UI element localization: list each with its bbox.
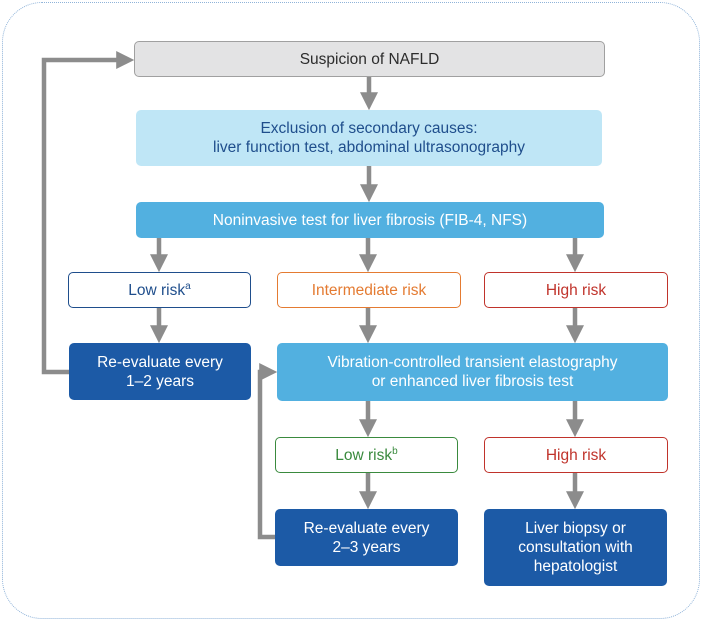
- suspicion-box: Suspicion of NAFLD: [134, 41, 605, 77]
- liver-biopsy-box: Liver biopsy or consultation with hepato…: [484, 509, 667, 586]
- low-risk-box: Low riska: [68, 272, 251, 308]
- low-risk-second-text: Low riskb: [335, 446, 397, 465]
- reevaluate-2-3-years-box: Re-evaluate every 2–3 years: [275, 509, 458, 566]
- biopsy-line-1: Liver biopsy or: [525, 520, 626, 537]
- loop-reevaluate-to-suspicion: [41, 51, 135, 375]
- exclusion-box: Exclusion of secondary causes: liver fun…: [136, 110, 602, 166]
- exclusion-line-1: Exclusion of secondary causes:: [260, 120, 478, 137]
- low-risk-label: Low risk: [128, 281, 186, 299]
- reevaluate-1-2-years-box: Re-evaluate every 1–2 years: [69, 343, 251, 400]
- biopsy-line-2: consultation with: [518, 539, 633, 556]
- exclusion-line-2: liver function test, abdominal ultrasono…: [213, 139, 525, 156]
- high-risk-label: High risk: [545, 281, 607, 299]
- elastography-line-2: or enhanced liver fibrosis test: [371, 373, 574, 390]
- intermediate-risk-label: Intermediate risk: [311, 281, 427, 299]
- intermediate-risk-box: Intermediate risk: [277, 272, 461, 308]
- noninvasive-test-label: Noninvasive test for liver fibrosis (FIB…: [212, 211, 528, 229]
- reevaluate-line-2: 1–2 years: [125, 372, 195, 390]
- footnote-marker-a: a: [185, 280, 191, 292]
- suspicion-label: Suspicion of NAFLD: [299, 50, 440, 68]
- loop-reevaluate-2-to-elastography: [257, 363, 278, 540]
- elastography-line-1: Vibration-controlled transient elastogra…: [327, 354, 618, 371]
- elastography-box: Vibration-controlled transient elastogra…: [277, 343, 668, 401]
- low-risk-text: Low riska: [128, 281, 190, 300]
- noninvasive-test-box: Noninvasive test for liver fibrosis (FIB…: [136, 202, 604, 238]
- high-risk-second-box: High risk: [484, 437, 668, 473]
- biopsy-line-3: hepatologist: [533, 558, 618, 575]
- low-risk-second-label: Low risk: [335, 446, 393, 464]
- reevaluate-2-line-2: 2–3 years: [332, 538, 401, 556]
- reevaluate-2-line-1: Re-evaluate every: [303, 519, 430, 537]
- footnote-marker-b: b: [392, 445, 398, 457]
- high-risk-box: High risk: [484, 272, 668, 308]
- high-risk-second-label: High risk: [545, 446, 607, 464]
- reevaluate-line-1: Re-evaluate every: [97, 353, 223, 371]
- low-risk-second-box: Low riskb: [275, 437, 458, 473]
